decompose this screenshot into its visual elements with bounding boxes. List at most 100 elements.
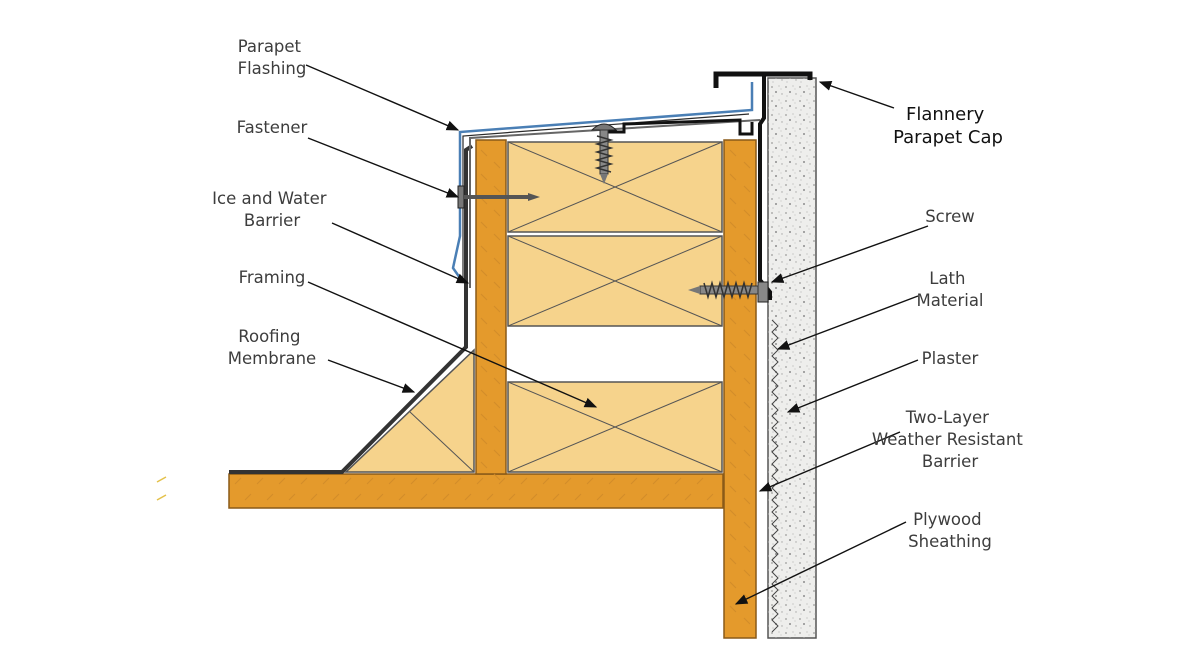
wood-grain-mark [398, 493, 406, 501]
wood-grain-mark [454, 477, 462, 485]
wood-grain-mark [729, 197, 737, 205]
wood-grain-mark [480, 365, 488, 373]
wood-grain-mark [480, 389, 488, 397]
wood-grain-mark [662, 493, 670, 501]
wood-grain-mark [729, 605, 737, 613]
wood-grain-mark [322, 477, 330, 485]
wood-grain-mark [743, 161, 751, 169]
leader-flannery-cap [818, 81, 895, 109]
leader-roofing-membrane [327, 359, 416, 393]
wood-grain-mark [432, 477, 440, 485]
wood-grain-mark [493, 257, 501, 265]
wood-grain-mark [234, 477, 242, 485]
label-fastener: Fastener [237, 118, 308, 137]
wood-grain-mark [493, 473, 501, 481]
wood-grain-mark [410, 477, 418, 485]
wood-grain-mark [493, 209, 501, 217]
wood-grain-mark [498, 477, 506, 485]
wood-grain-mark [508, 493, 516, 501]
leader-fastener [307, 137, 460, 198]
wood-grain-mark [729, 149, 737, 157]
wood-grain-mark [480, 245, 488, 253]
roofing-membrane [229, 144, 474, 474]
ice-water-barrier [469, 119, 761, 288]
wood-grain-mark [493, 449, 501, 457]
wood-grain-mark [729, 461, 737, 469]
wood-grain-mark [652, 477, 660, 485]
wood-grain-mark [729, 485, 737, 493]
leader-ice-water-barrier [331, 222, 470, 284]
wood-grain-mark [464, 493, 472, 501]
wood-grain-mark [743, 521, 751, 529]
wood-grain-mark [288, 493, 296, 501]
wood-grain-mark [493, 401, 501, 409]
wood-grain-mark [743, 329, 751, 337]
wood-grain-mark [366, 477, 374, 485]
wood-grain-mark [493, 281, 501, 289]
wood-grain-mark [542, 477, 550, 485]
framing-block-middle [507, 235, 723, 327]
wood-grain-mark [530, 493, 538, 501]
wood-grain-mark [420, 493, 428, 501]
wood-grain-mark [493, 233, 501, 241]
wood-grain-mark [493, 425, 501, 433]
wood-grain-mark [376, 493, 384, 501]
wood-grain-mark [743, 233, 751, 241]
wood-grain-mark [706, 493, 714, 501]
wood-grain-mark [493, 185, 501, 193]
wood-grain-mark [743, 209, 751, 217]
wood-grain-mark [729, 581, 737, 589]
wood-grain-mark [743, 617, 751, 625]
wood-grain-mark [729, 533, 737, 541]
wood-grain-mark [729, 557, 737, 565]
wood-grain-mark [743, 185, 751, 193]
wood-grain-mark [743, 473, 751, 481]
leader-parapet-flashing [305, 64, 460, 131]
wood-grain-mark [480, 149, 488, 157]
cant-strip [344, 348, 475, 473]
label-plywood-sheathing: Plywood Sheathing [908, 510, 992, 551]
wood-grain-mark [332, 493, 340, 501]
label-ice-water-barrier: Ice and Water Barrier [212, 189, 332, 230]
framing-block-top [507, 141, 723, 233]
screw [688, 280, 769, 303]
wood-grain-mark [743, 569, 751, 577]
wood-grain-mark [729, 389, 737, 397]
wood-grain-mark [729, 509, 737, 517]
wood-grain-mark [574, 493, 582, 501]
wood-grain-mark [729, 413, 737, 421]
wood-grain-mark [729, 365, 737, 373]
wood-grain-mark [552, 493, 560, 501]
wood-grain-mark [388, 477, 396, 485]
edge-marks [156, 476, 167, 501]
wood-grain-mark [480, 317, 488, 325]
label-screw: Screw [925, 207, 975, 226]
roof-deck [228, 473, 724, 509]
wood-grain-mark [442, 493, 450, 501]
wood-grain-mark [729, 317, 737, 325]
leader-framing [307, 281, 598, 408]
wood-grain-mark [476, 477, 484, 485]
wood-grain-mark [640, 493, 648, 501]
leader-wrb [758, 431, 901, 492]
leader-screw [770, 225, 929, 283]
wood-grain-mark [696, 477, 704, 485]
wood-grain-mark [743, 353, 751, 361]
left-stud [475, 139, 507, 481]
wood-grain-mark [486, 493, 494, 501]
wood-grain-mark [310, 493, 318, 501]
label-plaster: Plaster [922, 349, 979, 368]
wood-grain-mark [630, 477, 638, 485]
label-flannery-parapet-cap: Flannery Parapet Cap [893, 104, 1003, 148]
parapet-flashing [451, 82, 754, 279]
wood-grain-mark [618, 493, 626, 501]
wood-grain-mark [729, 341, 737, 349]
leader-lines [305, 64, 929, 605]
wood-grain-mark [743, 401, 751, 409]
framing-blocks [344, 141, 723, 473]
wood-grain-mark [729, 269, 737, 277]
label-two-layer-wrb: Two-Layer Weather Resistant Barrier [872, 408, 1028, 471]
wood-grain-mark [480, 413, 488, 421]
wood-grain-mark [684, 493, 692, 501]
